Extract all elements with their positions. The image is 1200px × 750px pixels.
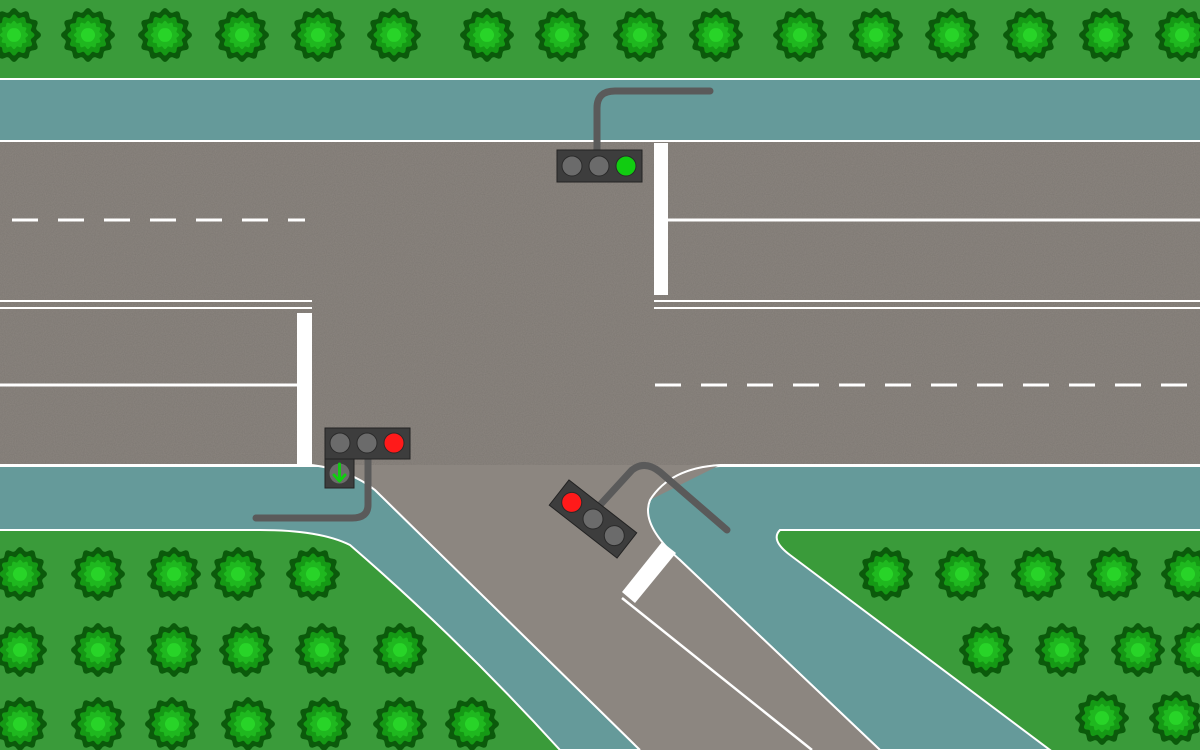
tree-icon <box>1011 547 1065 601</box>
tree-icon <box>1079 8 1133 62</box>
tree-icon <box>367 8 421 62</box>
tree-icon <box>286 547 340 601</box>
tree-icon <box>373 623 427 677</box>
double-center-line-east <box>654 300 1200 309</box>
tree-icon <box>147 547 201 601</box>
traffic-light-north[interactable] <box>556 149 643 183</box>
tree-icon <box>71 547 125 601</box>
tree-icon <box>0 547 47 601</box>
lamp-west-3 <box>383 432 405 454</box>
tree-icon <box>71 623 125 677</box>
down-arrow-icon <box>332 462 347 483</box>
tree-icon <box>221 697 275 750</box>
tree-icon <box>215 8 269 62</box>
lamp-west-2 <box>356 432 378 454</box>
lamp-north-1 <box>561 155 583 177</box>
tree-icon <box>1035 623 1089 677</box>
tree-icon <box>0 697 47 750</box>
tree-icon <box>849 8 903 62</box>
tree-icon <box>219 623 273 677</box>
tree-icon <box>291 8 345 62</box>
tree-icon <box>1003 8 1057 62</box>
tree-icon <box>61 8 115 62</box>
tree-icon <box>1075 691 1129 745</box>
stop-line-diagonal <box>622 542 676 603</box>
tree-icon <box>959 623 1013 677</box>
tree-icon <box>460 8 514 62</box>
pole-west <box>252 436 372 522</box>
tree-icon <box>613 8 667 62</box>
tree-icon <box>1149 691 1200 745</box>
tree-icon <box>1087 547 1141 601</box>
pole-diagonal <box>596 462 731 534</box>
diagonal-lane-line <box>621 597 813 750</box>
tree-icon <box>535 8 589 62</box>
tree-icon <box>445 697 499 750</box>
stop-lines <box>297 143 676 603</box>
lamp-diagonal-1 <box>561 491 583 513</box>
tree-icon <box>689 8 743 62</box>
trees <box>0 8 1200 750</box>
tree-icon <box>859 547 913 601</box>
tree-icon <box>297 697 351 750</box>
tree-icon <box>1155 8 1200 62</box>
tree-icon <box>925 8 979 62</box>
lamp-diagonal-3 <box>603 525 625 547</box>
tree-icon <box>1111 623 1165 677</box>
tree-icon <box>138 8 192 62</box>
lamp-diagonal-2 <box>582 508 604 530</box>
tree-icon <box>773 8 827 62</box>
tree-icon <box>0 623 47 677</box>
tree-icon <box>145 697 199 750</box>
tree-icon <box>71 697 125 750</box>
tree-icon <box>1161 547 1200 601</box>
double-center-line-west <box>0 300 312 309</box>
tree-icon <box>211 547 265 601</box>
stop-line-east <box>654 143 668 295</box>
tree-icon <box>0 8 41 62</box>
lamp-north-2 <box>588 155 610 177</box>
stop-line-west <box>297 313 312 464</box>
tree-icon <box>373 697 427 750</box>
signal-poles <box>252 87 731 534</box>
traffic-light-west[interactable] <box>324 427 411 489</box>
traffic-light-diagonal[interactable] <box>548 479 638 559</box>
lamp-west-1 <box>329 432 351 454</box>
tree-icon <box>147 623 201 677</box>
lamp-north-3 <box>615 155 637 177</box>
asphalt-grain <box>0 141 1200 465</box>
pole-north <box>593 87 714 162</box>
tree-icon <box>1171 623 1200 677</box>
tree-icon <box>295 623 349 677</box>
tree-icon <box>935 547 989 601</box>
road-diagonal <box>312 465 880 750</box>
lane-markings <box>0 218 1200 750</box>
